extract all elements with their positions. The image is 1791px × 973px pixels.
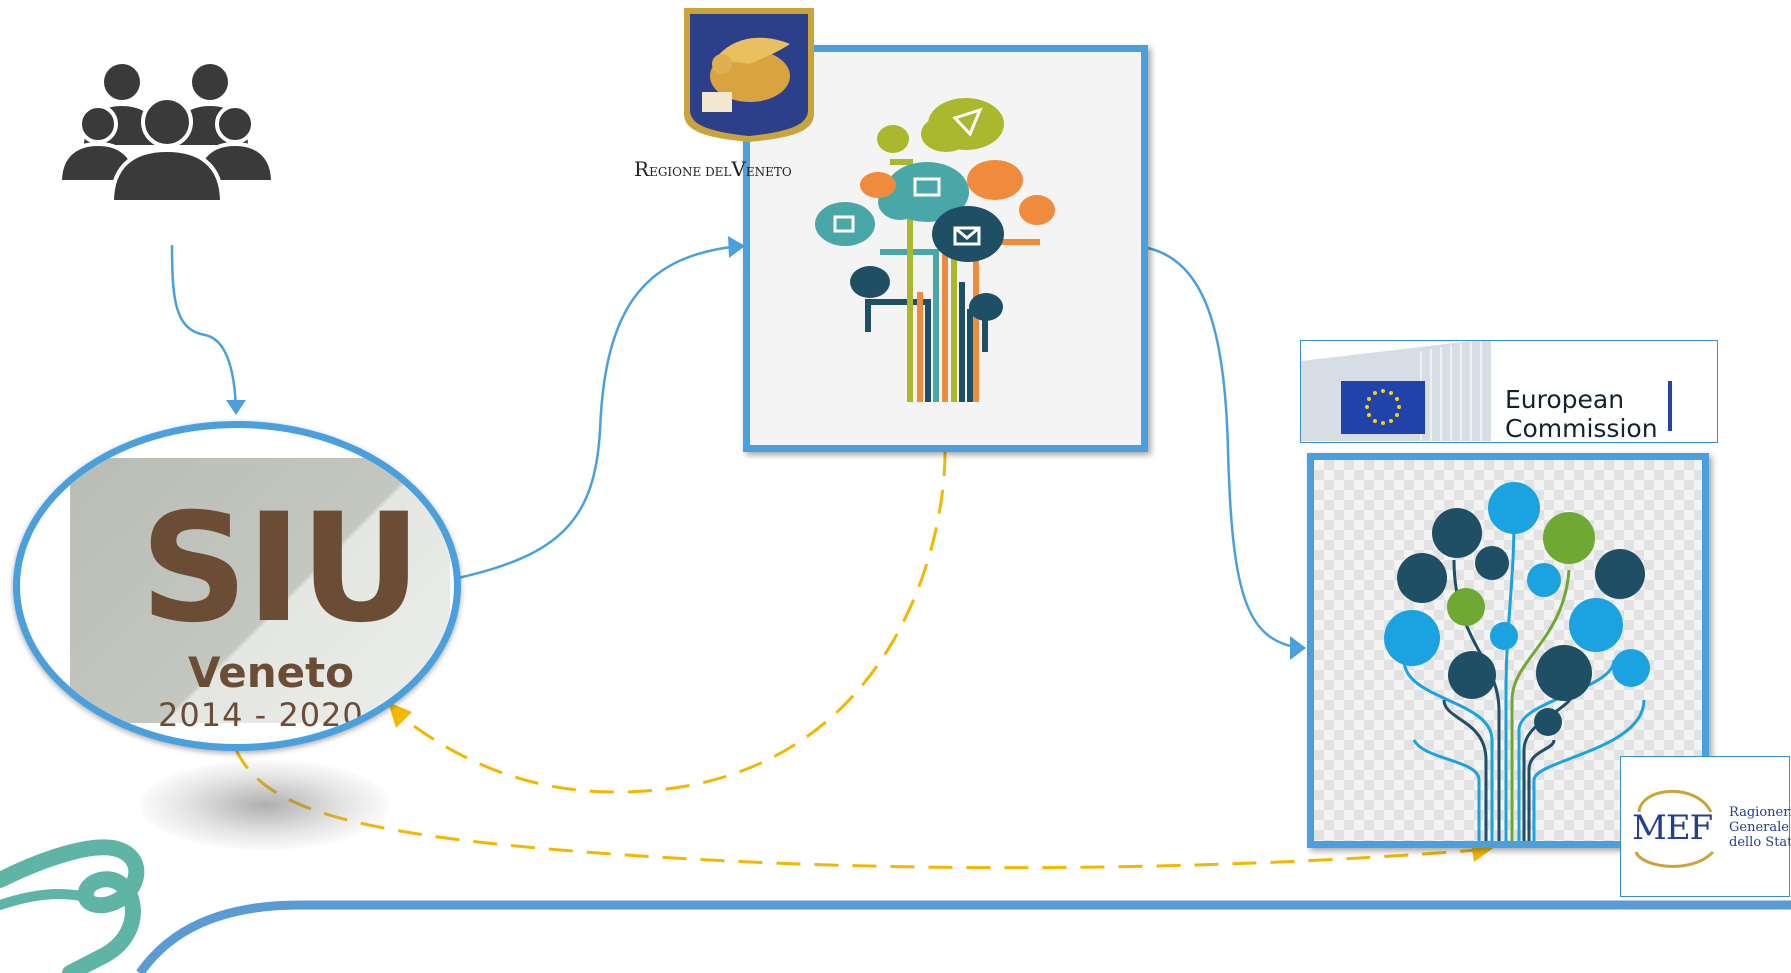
mef-emblem-icon bbox=[1634, 789, 1715, 868]
regione-veneto-crest-icon bbox=[684, 8, 814, 142]
regione-veneto-label: REGIONE DELVENETO bbox=[634, 157, 792, 181]
mef-logo bbox=[1620, 756, 1790, 897]
technology-tree-illustration bbox=[1384, 482, 1650, 841]
bottom-swirl-icon bbox=[0, 839, 145, 973]
eu-title-line1: European bbox=[1505, 385, 1625, 414]
users-group-icon bbox=[60, 60, 276, 202]
siu-logo-panel: SIU Veneto 2014 - 2020 bbox=[70, 458, 450, 734]
siu-shadow bbox=[140, 760, 390, 850]
mef-line1: Ragioneria bbox=[1729, 805, 1791, 820]
siu-subtitle: Veneto bbox=[188, 648, 355, 697]
arrow-users-to-siu bbox=[170, 244, 241, 412]
mef-line2: Generale bbox=[1729, 820, 1789, 835]
european-commission-logo bbox=[1300, 340, 1718, 443]
siu-years: 2014 - 2020 bbox=[158, 696, 364, 734]
mef-line3: dello Stato bbox=[1729, 835, 1791, 850]
eu-building-flag-icon bbox=[1301, 341, 1672, 441]
dashed-siu-to-eu bbox=[233, 747, 1479, 870]
bottom-wave-line bbox=[136, 900, 1791, 973]
eu-title-line2: Commission bbox=[1505, 414, 1658, 443]
cloud-network-illustration bbox=[815, 98, 1055, 402]
arrow-siu-to-regione bbox=[457, 244, 741, 580]
dashed-regione-to-siu bbox=[394, 451, 947, 794]
siu-veneto-logo: SIU Veneto 2014 - 2020 bbox=[13, 421, 461, 751]
mef-name: MEF bbox=[1632, 808, 1713, 848]
mef-subtitle: Ragioneria Generale dello Stato bbox=[1729, 805, 1791, 850]
arrow-regione-to-eu bbox=[1147, 246, 1301, 650]
siu-title: SIU bbox=[140, 482, 422, 656]
